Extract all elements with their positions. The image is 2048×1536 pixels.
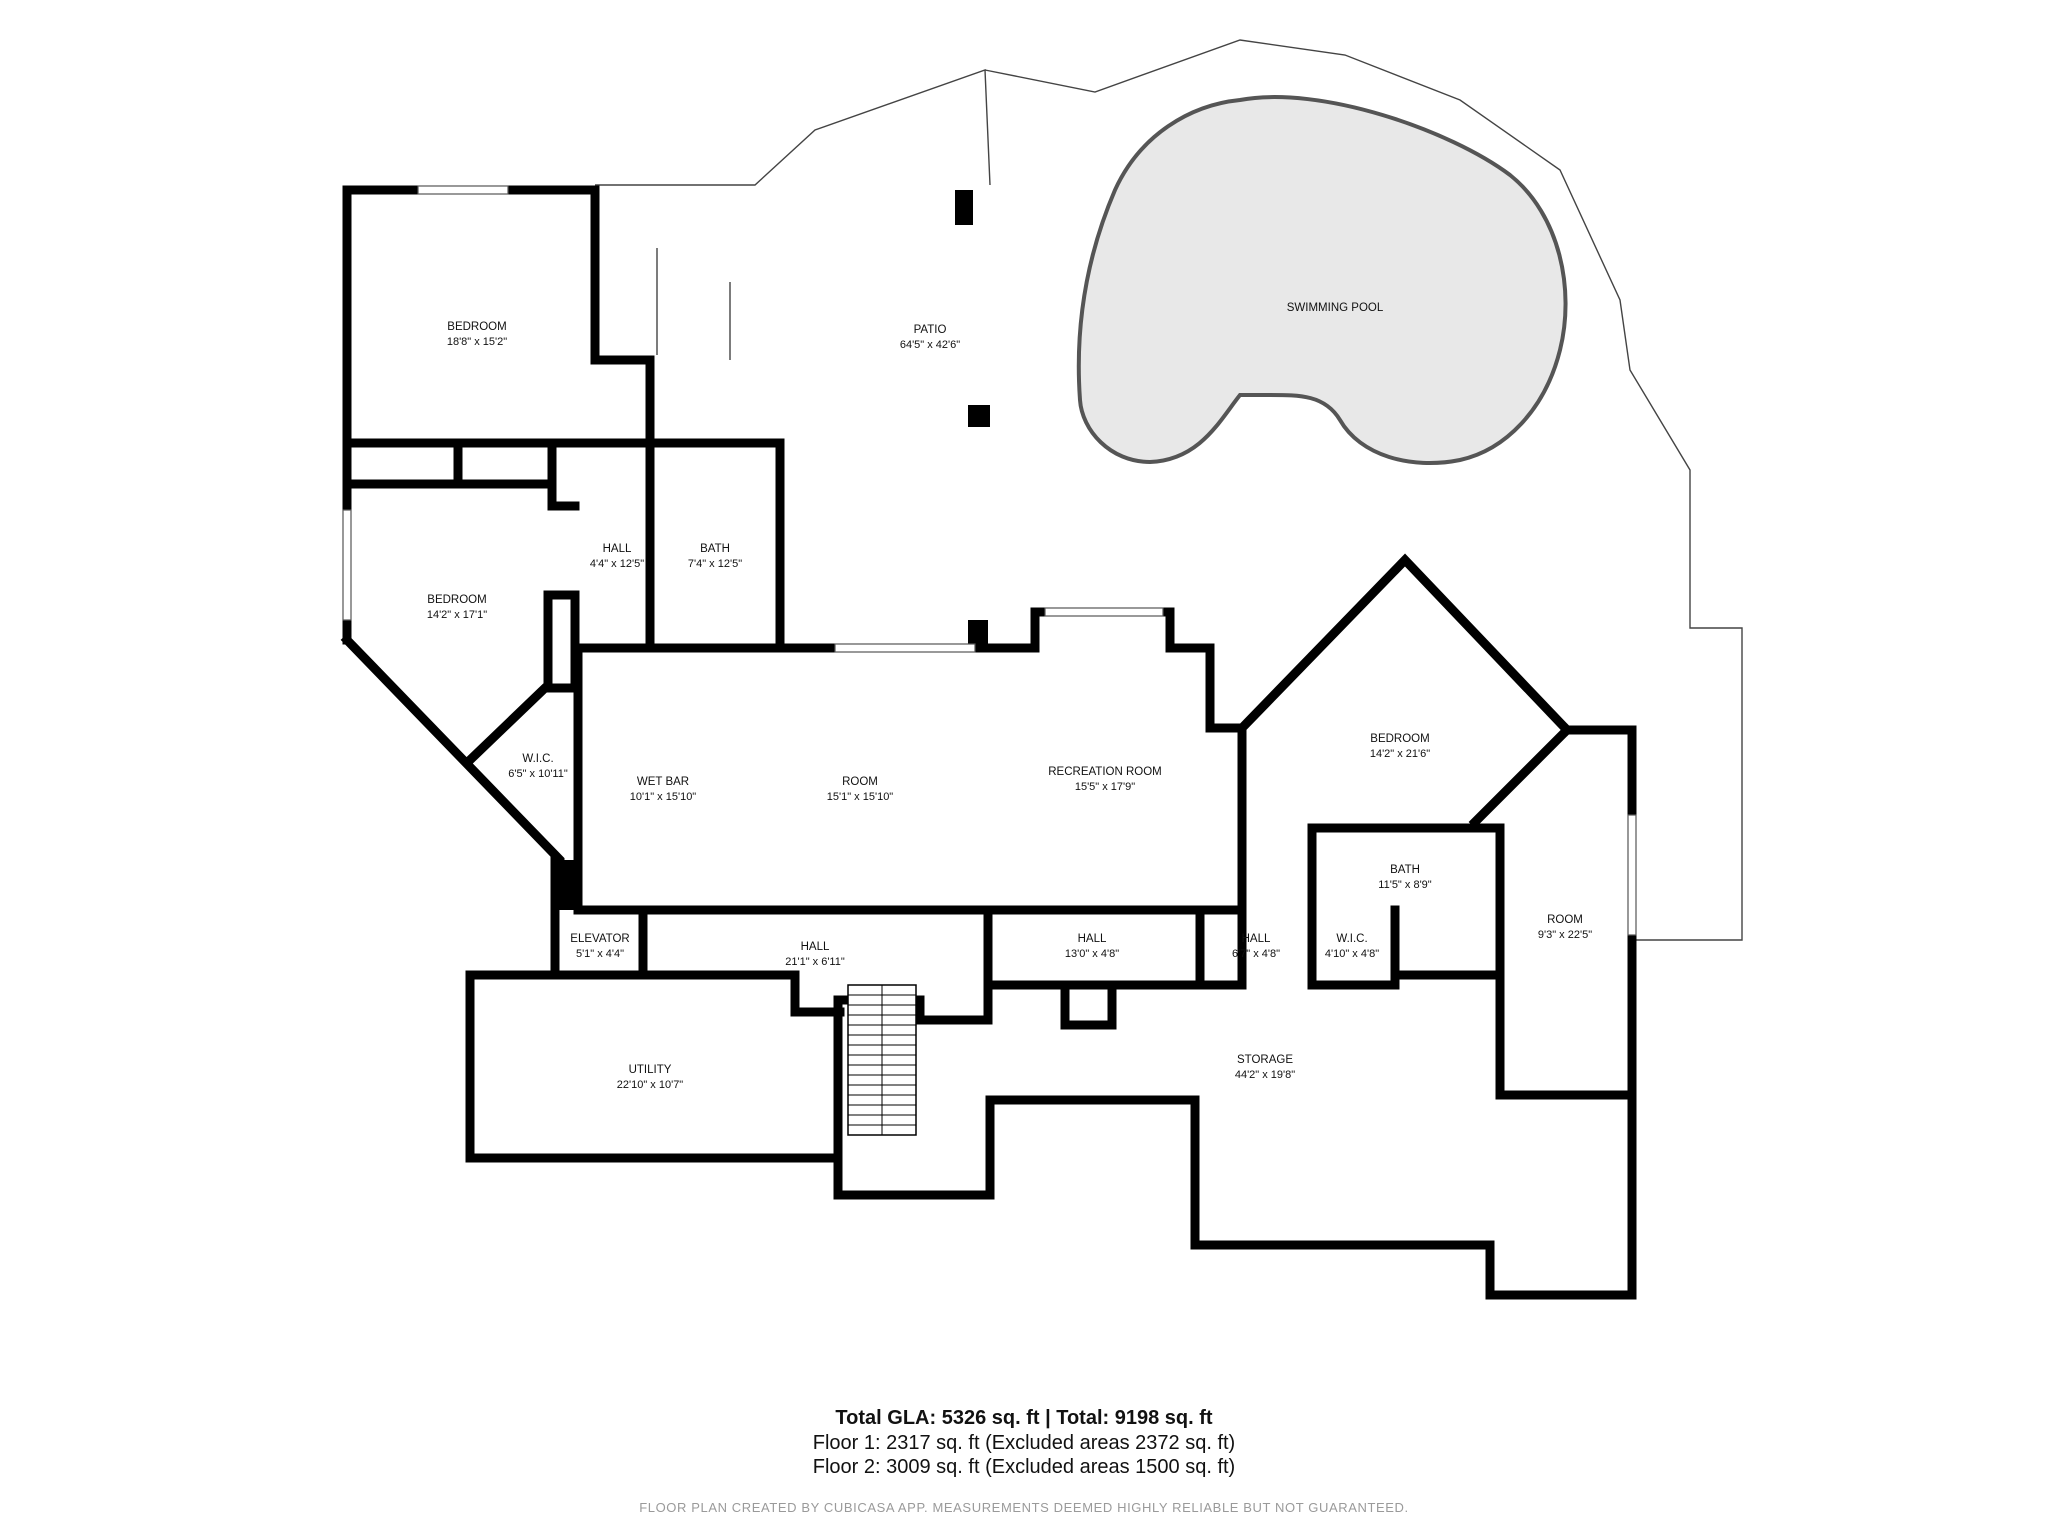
room-name: BEDROOM [1370, 733, 1429, 745]
room-name: ROOM [842, 776, 878, 788]
patio-outline [595, 69, 991, 186]
room-dim: 9'3" x 22'5" [1538, 929, 1592, 941]
room-dim: 18'8" x 15'2" [447, 336, 507, 348]
room-dim: 4'10" x 4'8" [1325, 948, 1379, 960]
staircase [847, 984, 917, 1136]
room-dim: 15'1" x 15'10" [827, 791, 894, 803]
window [342, 509, 352, 621]
room-dim: 13'0" x 4'8" [1065, 948, 1119, 960]
room-name: HALL [1242, 933, 1271, 945]
window [1044, 607, 1164, 617]
room-name: ROOM [1547, 914, 1583, 926]
room-name: BATH [1390, 864, 1420, 876]
room-dim: 14'2" x 21'6" [1370, 748, 1430, 760]
room-name: WET BAR [637, 776, 689, 788]
room-name: HALL [1078, 933, 1107, 945]
room-dim: 15'5" x 17'9" [1075, 781, 1135, 793]
room-dim: 10'1" x 15'10" [630, 791, 697, 803]
room-dim: 6'7" x 4'8" [1232, 948, 1280, 960]
window [1627, 814, 1637, 936]
corner-post [558, 860, 578, 910]
room-dim: 6'5" x 10'11" [508, 768, 568, 780]
disclaimer: FLOOR PLAN CREATED BY CUBICASA APP. MEAS… [639, 1500, 1409, 1515]
room-labels: PATIO 64'5" x 42'6" SWIMMING POOL BEDROO… [427, 302, 1592, 1091]
room-name: HALL [603, 543, 632, 555]
room-name: BATH [700, 543, 730, 555]
window [834, 643, 976, 653]
room-dim: 21'1" x 6'11" [785, 956, 845, 968]
room-dim: 4'4" x 12'5" [590, 558, 644, 570]
floor2-area: Floor 2: 3009 sq. ft (Excluded areas 150… [812, 1456, 1236, 1478]
room-name: HALL [801, 941, 830, 953]
patio-column-2 [968, 405, 990, 427]
room-dim: 14'2" x 17'1" [427, 609, 487, 621]
room-dim: 64'5" x 42'6" [900, 339, 960, 351]
window [417, 185, 509, 195]
patio-column-1 [955, 190, 973, 225]
room-name: SWIMMING POOL [1287, 302, 1384, 314]
room-dim: 5'1" x 4'4" [576, 948, 624, 960]
room-dim: 22'10" x 10'7" [617, 1079, 684, 1091]
room-name: UTILITY [629, 1064, 672, 1076]
room-name: RECREATION ROOM [1048, 766, 1162, 778]
room-dim: 44'2" x 19'8" [1235, 1069, 1295, 1081]
room-name: STORAGE [1237, 1054, 1293, 1066]
terrace-outline [984, 39, 1743, 941]
room-name: BEDROOM [447, 321, 506, 333]
wall-post [968, 620, 988, 648]
floor1-area: Floor 1: 2317 sq. ft (Excluded areas 237… [812, 1432, 1236, 1454]
swimming-pool [1076, 95, 1568, 465]
room-dim: 11'5" x 8'9" [1378, 879, 1431, 891]
room-name: W.I.C. [1336, 933, 1367, 945]
total-area: Total GLA: 5326 sq. ft | Total: 9198 sq.… [835, 1407, 1213, 1429]
room-name: PATIO [914, 324, 947, 336]
room-name: ELEVATOR [570, 933, 629, 945]
room-name: BEDROOM [427, 594, 486, 606]
room-name: W.I.C. [522, 753, 553, 765]
room-dim: 7'4" x 12'5" [688, 558, 742, 570]
